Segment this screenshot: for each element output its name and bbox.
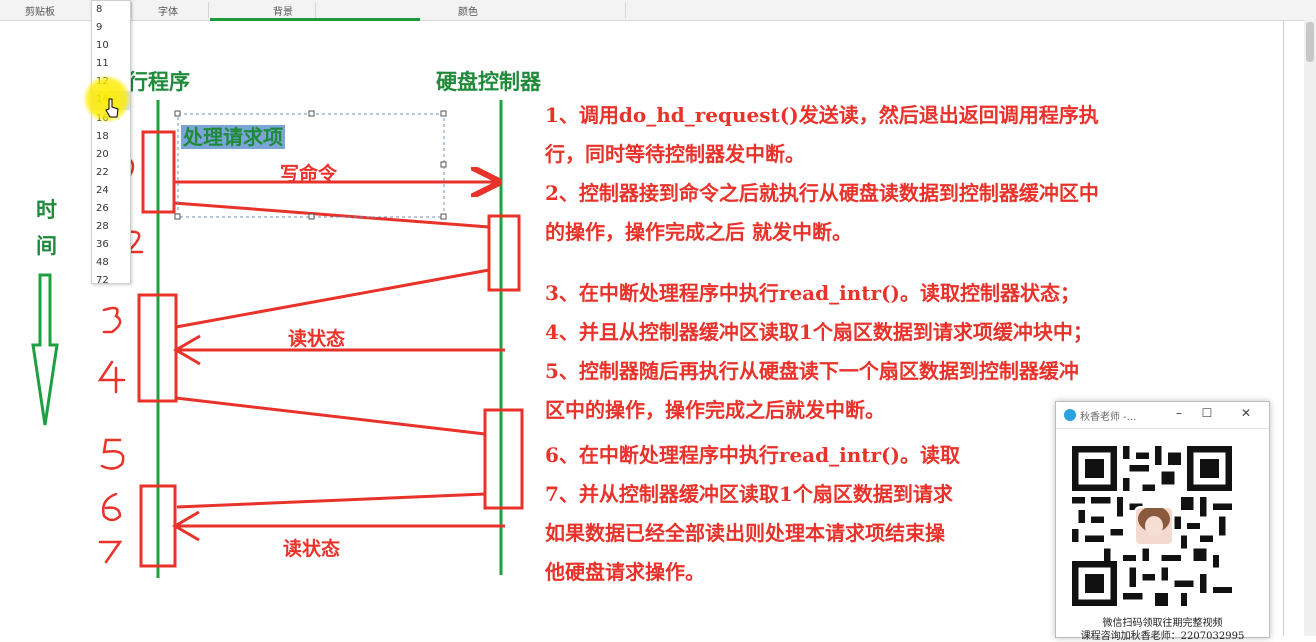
selected-text[interactable]: 处理请求项 xyxy=(181,125,285,149)
font-size-option[interactable]: 20 xyxy=(96,148,109,160)
step-line-10: 7、并从控制器缓冲区读取1个扇区数据到请求 xyxy=(545,482,953,506)
time-label-char-1: 时 xyxy=(36,198,57,222)
time-label: 时 间 xyxy=(36,192,60,264)
font-size-option[interactable]: 11 xyxy=(96,58,109,70)
ribbon-group-font[interactable]: 字体 xyxy=(158,7,178,18)
ribbon-bar: 剪贴板 字体 背景 颜色 xyxy=(0,0,1316,21)
font-size-option[interactable]: 10 xyxy=(96,40,109,52)
interrupt-line-1 xyxy=(175,268,490,329)
line-1-2 xyxy=(173,201,490,229)
slide-edge xyxy=(1283,20,1284,636)
font-size-option[interactable]: 26 xyxy=(96,203,109,215)
ribbon-separator xyxy=(315,2,316,18)
steps-text: 1、调用do_hd_request()发送读，然后退出返回调用程序执 行，同时等… xyxy=(545,96,1295,592)
font-size-option[interactable]: 72 xyxy=(96,275,109,287)
step-line-7: 5、控制器随后再执行从硬盘读下一个扇区数据到控制器缓冲 xyxy=(545,359,1079,383)
ribbon-group-background[interactable]: 背景 xyxy=(273,7,293,18)
step-line-8: 区中的操作，操作完成之后就发中断。 xyxy=(545,398,885,422)
font-size-option[interactable]: 28 xyxy=(96,221,109,233)
read-status-arrowhead-1 xyxy=(173,334,201,366)
time-label-char-2: 间 xyxy=(36,234,57,258)
activation-box-1 xyxy=(141,130,176,214)
vertical-scrollbar[interactable] xyxy=(1304,20,1316,636)
activation-box-3 xyxy=(137,293,178,403)
popup-caption-1: 微信扫码领取往期完整视频 xyxy=(1102,618,1223,629)
read-status-label-1: 读状态 xyxy=(288,328,346,350)
step-line-2: 行，同时等待控制器发中断。 xyxy=(545,142,805,166)
minimize-icon[interactable]: – xyxy=(1176,406,1182,420)
font-size-option[interactable]: 8 xyxy=(96,4,103,15)
right-column-title: 硬盘控制器 xyxy=(436,70,541,94)
ribbon-active-indicator xyxy=(210,18,420,21)
font-size-option[interactable]: 22 xyxy=(96,166,109,178)
read-status-label-2: 读状态 xyxy=(283,538,341,560)
close-icon[interactable]: ✕ xyxy=(1240,406,1252,420)
app-icon xyxy=(1064,409,1076,421)
step-line-1: 1、调用do_hd_request()发送读，然后退出返回调用程序执 xyxy=(545,103,1099,127)
step-line-3: 2、控制器接到命令之后就执行从硬盘读数据到控制器缓冲区中 xyxy=(545,181,1099,205)
cursor-highlight xyxy=(83,75,131,123)
write-command-label: 写命令 xyxy=(280,163,338,185)
left-column-title: 行程序 xyxy=(127,70,190,94)
activation-box-2 xyxy=(487,214,521,292)
font-size-option[interactable]: 24 xyxy=(96,184,109,196)
popup-caption-2: 课程咨询加秋香老师：2207032995 xyxy=(1080,631,1245,642)
qr-popup-window[interactable]: 秋香老师 -... – ☐ ✕ 微信扫码领取往期完整视频 课程咨询加秋香老师：2… xyxy=(1055,401,1270,642)
ribbon-separator xyxy=(208,2,209,18)
avatar xyxy=(1134,506,1174,546)
step-line-9: 6、在中断处理程序中执行read_intr()。读取 xyxy=(545,443,960,467)
qr-code-image xyxy=(1072,446,1232,606)
step-line-11: 如果数据已经全部读出则处理本请求项结束操 xyxy=(545,521,945,545)
font-size-dropdown-list[interactable]: 8 9 10 11 12 14 16 18 20 22 24 26 28 36 … xyxy=(91,0,131,286)
pointer-cursor-icon xyxy=(105,98,119,118)
maximize-icon[interactable]: ☐ xyxy=(1201,406,1213,420)
step-line-5: 3、在中断处理程序中执行read_intr()。读取控制器状态； xyxy=(545,281,1080,305)
step-line-6: 4、并且从控制器缓冲区读取1个扇区数据到请求项缓冲块中； xyxy=(545,320,1093,344)
read-status-arrowhead-2 xyxy=(172,510,200,542)
time-arrow xyxy=(31,273,59,426)
ribbon-separator xyxy=(131,2,132,18)
font-size-option[interactable]: 36 xyxy=(96,239,109,251)
font-size-option[interactable]: 18 xyxy=(96,130,109,142)
scrollbar-thumb[interactable] xyxy=(1306,22,1314,62)
step-line-12: 他硬盘请求操作。 xyxy=(545,560,705,584)
ribbon-group-clipboard[interactable]: 剪贴板 xyxy=(25,7,55,18)
font-size-option[interactable]: 48 xyxy=(96,257,109,269)
activation-box-4 xyxy=(483,408,524,510)
selected-text-box[interactable]: 处理请求项 xyxy=(181,121,285,150)
font-size-option[interactable]: 9 xyxy=(96,22,103,34)
popup-titlebar[interactable]: 秋香老师 -... – ☐ ✕ xyxy=(1056,402,1269,429)
selection-handles xyxy=(174,110,447,220)
step-line-4: 的操作，操作完成之后 就发中断。 xyxy=(545,220,852,244)
interrupt-line-2 xyxy=(176,492,486,509)
popup-title: 秋香老师 -... xyxy=(1080,412,1137,423)
ribbon-group-color[interactable]: 颜色 xyxy=(458,7,478,18)
line-3-4 xyxy=(175,396,486,436)
ribbon-separator xyxy=(625,2,626,18)
